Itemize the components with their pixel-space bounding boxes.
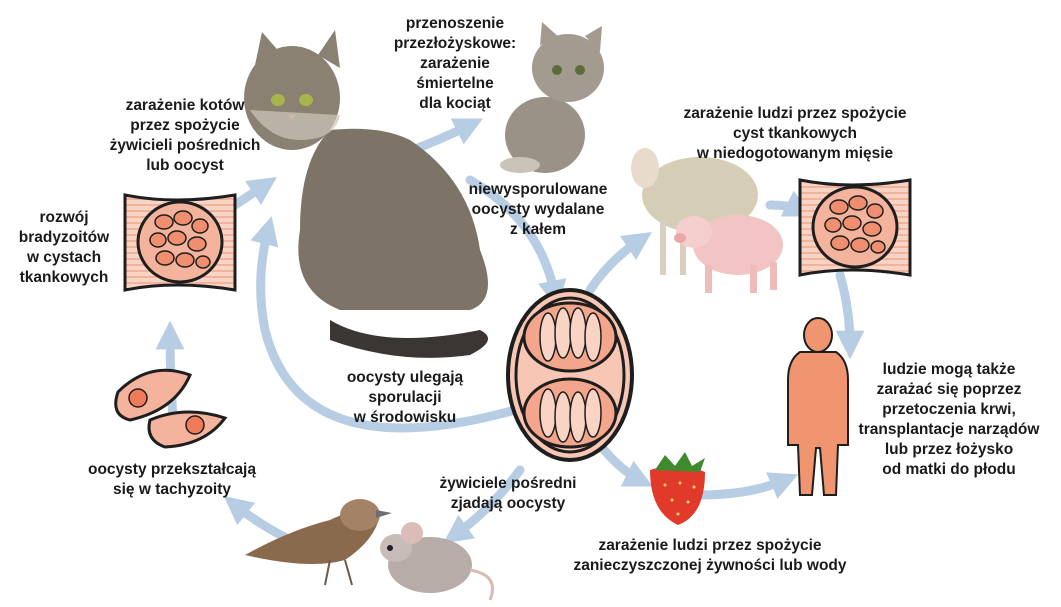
label-oocysts-shed: niewysporulowaneoocysty wydalanez kałem — [458, 180, 618, 240]
label-human-food: zarażenie ludzi przez spożyciezanieczysz… — [560, 536, 860, 576]
tissue-cyst-right — [800, 180, 910, 275]
label-tachyzoites: oocysty przekształcająsię w tachyzoity — [62, 460, 282, 500]
strawberry-illustration — [650, 452, 705, 525]
bird-illustration — [245, 499, 392, 585]
label-transplacental: przenoszenieprzezłożyskowe:zarażenieśmie… — [390, 14, 520, 114]
tissue-cyst-left — [125, 195, 235, 290]
arrow-livestock-to-cyst — [770, 205, 800, 210]
mouse-illustration — [380, 522, 493, 600]
arrow-oocyst-to-strawberry — [600, 445, 640, 480]
oocyst-illustration — [508, 290, 632, 460]
label-human-meat: zarażenie ludzi przez spożyciecyst tkank… — [650, 104, 940, 164]
label-cats-infection: zarażenie kotówprzez spożycieżywicieli p… — [98, 96, 272, 176]
arrow-cyst-to-human — [840, 275, 850, 345]
pig-illustration — [674, 215, 783, 293]
arrow-bradyzoites-to-cat — [235, 185, 265, 205]
label-sporulation: oocysty ulegająsporulacjiw środowisku — [330, 368, 480, 428]
human-silhouette — [788, 318, 848, 495]
label-bradyzoites: rozwójbradyzoitóww cystachtkankowych — [4, 208, 124, 288]
arrow-bird-to-tachyzoites — [235, 505, 290, 540]
label-intermediate-hosts: żywiciele pośrednizjadają oocysty — [418, 474, 598, 514]
arrow-strawberry-to-human — [700, 480, 785, 495]
arrow-oocyst-to-livestock — [590, 240, 640, 290]
label-human-other: ludzie mogą takżezarażać się poprzezprze… — [842, 360, 1056, 480]
